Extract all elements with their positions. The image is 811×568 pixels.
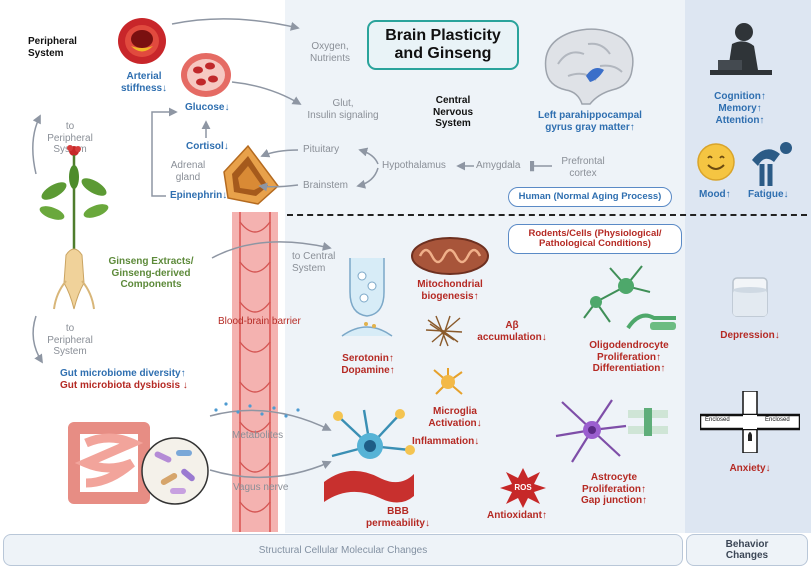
epinephrin-label: Epinephrin↓: [170, 190, 228, 201]
peripheral-system-heading: Peripheral System: [28, 36, 77, 59]
anxiety-label: Anxiety↓: [729, 463, 771, 474]
gut-microbiome-icon: [141, 437, 209, 505]
human-label-pill: Human (Normal Aging Process): [508, 187, 672, 207]
mood-label: Mood↑: [699, 189, 731, 200]
hypothalamus-label: Hypothalamus: [382, 160, 446, 171]
astrocyte-icon: [555, 399, 668, 463]
water-beaker-icon: [732, 277, 768, 317]
to-peripheral-bottom-label: to Peripheral System: [47, 323, 93, 357]
neuron-vessel-icon: [324, 409, 415, 503]
prefrontal-cortex-label: Prefrontal cortex: [561, 156, 605, 179]
cns-heading: Central Nervous System: [432, 95, 473, 129]
bbb-label: Blood-brain barrier: [218, 316, 301, 327]
arrow-epinephrin-loop: [151, 107, 178, 197]
footer-structural-changes: Structural Cellular Molecular Changes: [3, 534, 683, 566]
cortisol-label: Cortisol↓: [186, 141, 229, 152]
ginseng-plant-icon: [39, 145, 109, 310]
memory-label: Memory↑: [718, 103, 762, 114]
fatigue-label: Fatigue↓: [748, 189, 789, 200]
ginseng-extracts-label: Ginseng Extracts/ Ginseng-derived Compon…: [108, 256, 194, 290]
astrocyte-label: Astrocyte Proliferation↑ Gap junction↑: [580, 472, 648, 506]
antioxidant-label: Antioxidant↑: [487, 510, 547, 521]
depression-label: Depression↓: [720, 330, 780, 341]
adrenal-gland-label: Adrenal gland: [170, 160, 206, 183]
mitochondrion-icon: [411, 237, 489, 275]
microglia-label: Microglia Activation↓: [428, 406, 482, 429]
adrenal-gland-icon: [223, 144, 280, 205]
enclosed-left-label: Enclosed: [705, 417, 730, 423]
person-reading-icon: [710, 23, 772, 75]
glucose-label: Glucose↓: [185, 102, 230, 113]
to-central-label: to Central System: [292, 251, 336, 274]
amyloid-plaque-icon: [425, 315, 463, 347]
synapse-icon: [341, 258, 393, 337]
dopamine-label: Dopamine↑: [341, 365, 395, 376]
glut-insulin-label: Glut, Insulin signaling: [307, 98, 379, 121]
section-divider: [287, 214, 807, 216]
fatigue-person-icon: [752, 142, 792, 186]
bbb-vessel: [232, 212, 278, 532]
blood-vessel-glucose-icon: [181, 53, 231, 97]
brainstem-label: Brainstem: [303, 180, 349, 191]
ros-label: ROS: [514, 483, 532, 492]
amygdala-label: Amygdala: [476, 160, 521, 171]
artery-icon: [118, 18, 166, 64]
mitochondrial-label: Mitochondrial biogenesis↑: [417, 279, 483, 302]
happy-face-icon: [697, 143, 735, 181]
abeta-label: Aβ accumulation↓: [477, 320, 547, 343]
vagus-nerve-label: Vagus nerve: [233, 482, 289, 493]
metabolites-label: Metabolites: [232, 430, 284, 441]
gut-diversity-label: Gut microbiome diversity↑: [60, 368, 186, 379]
elevated-plus-maze-icon: [700, 391, 800, 453]
gut-dysbiosis-label: Gut microbiota dysbiosis ↓: [60, 380, 188, 391]
oxygen-nutrients-label: Oxygen, Nutrients: [309, 41, 350, 64]
attention-label: Attention↑: [715, 115, 765, 126]
pituitary-label: Pituitary: [303, 144, 340, 155]
serotonin-label: Serotonin↑: [342, 353, 394, 364]
enclosed-right-label: Enclosed: [765, 417, 790, 423]
parahippocampal-label: Left parahippocampal gyrus gray matter↑: [538, 110, 642, 133]
inflammation-label: Inflammation↓: [412, 436, 480, 447]
figure-title: Brain Plasticity and Ginseng: [367, 20, 519, 70]
rodent-label-pill: Rodents/Cells (Physiological/ Pathologic…: [508, 224, 682, 254]
brain-icon: [544, 28, 634, 105]
microglia-icon: [433, 368, 463, 395]
oligodendrocyte-label: Oligodendrocyte Proliferation↑ Different…: [589, 340, 669, 374]
bbb-permeability-label: BBB permeability↓: [366, 506, 430, 529]
arterial-stiffness-label: Arterial stiffness↓: [120, 71, 168, 94]
arrow-to-oxygen: [171, 18, 300, 31]
footer-behavior-changes: Behavior Changes: [686, 534, 808, 566]
ros-burst-icon: [500, 468, 546, 508]
cognition-label: Cognition↑: [714, 91, 766, 102]
intestine-icon: [68, 422, 150, 504]
oligodendrocyte-icon: [583, 265, 676, 330]
